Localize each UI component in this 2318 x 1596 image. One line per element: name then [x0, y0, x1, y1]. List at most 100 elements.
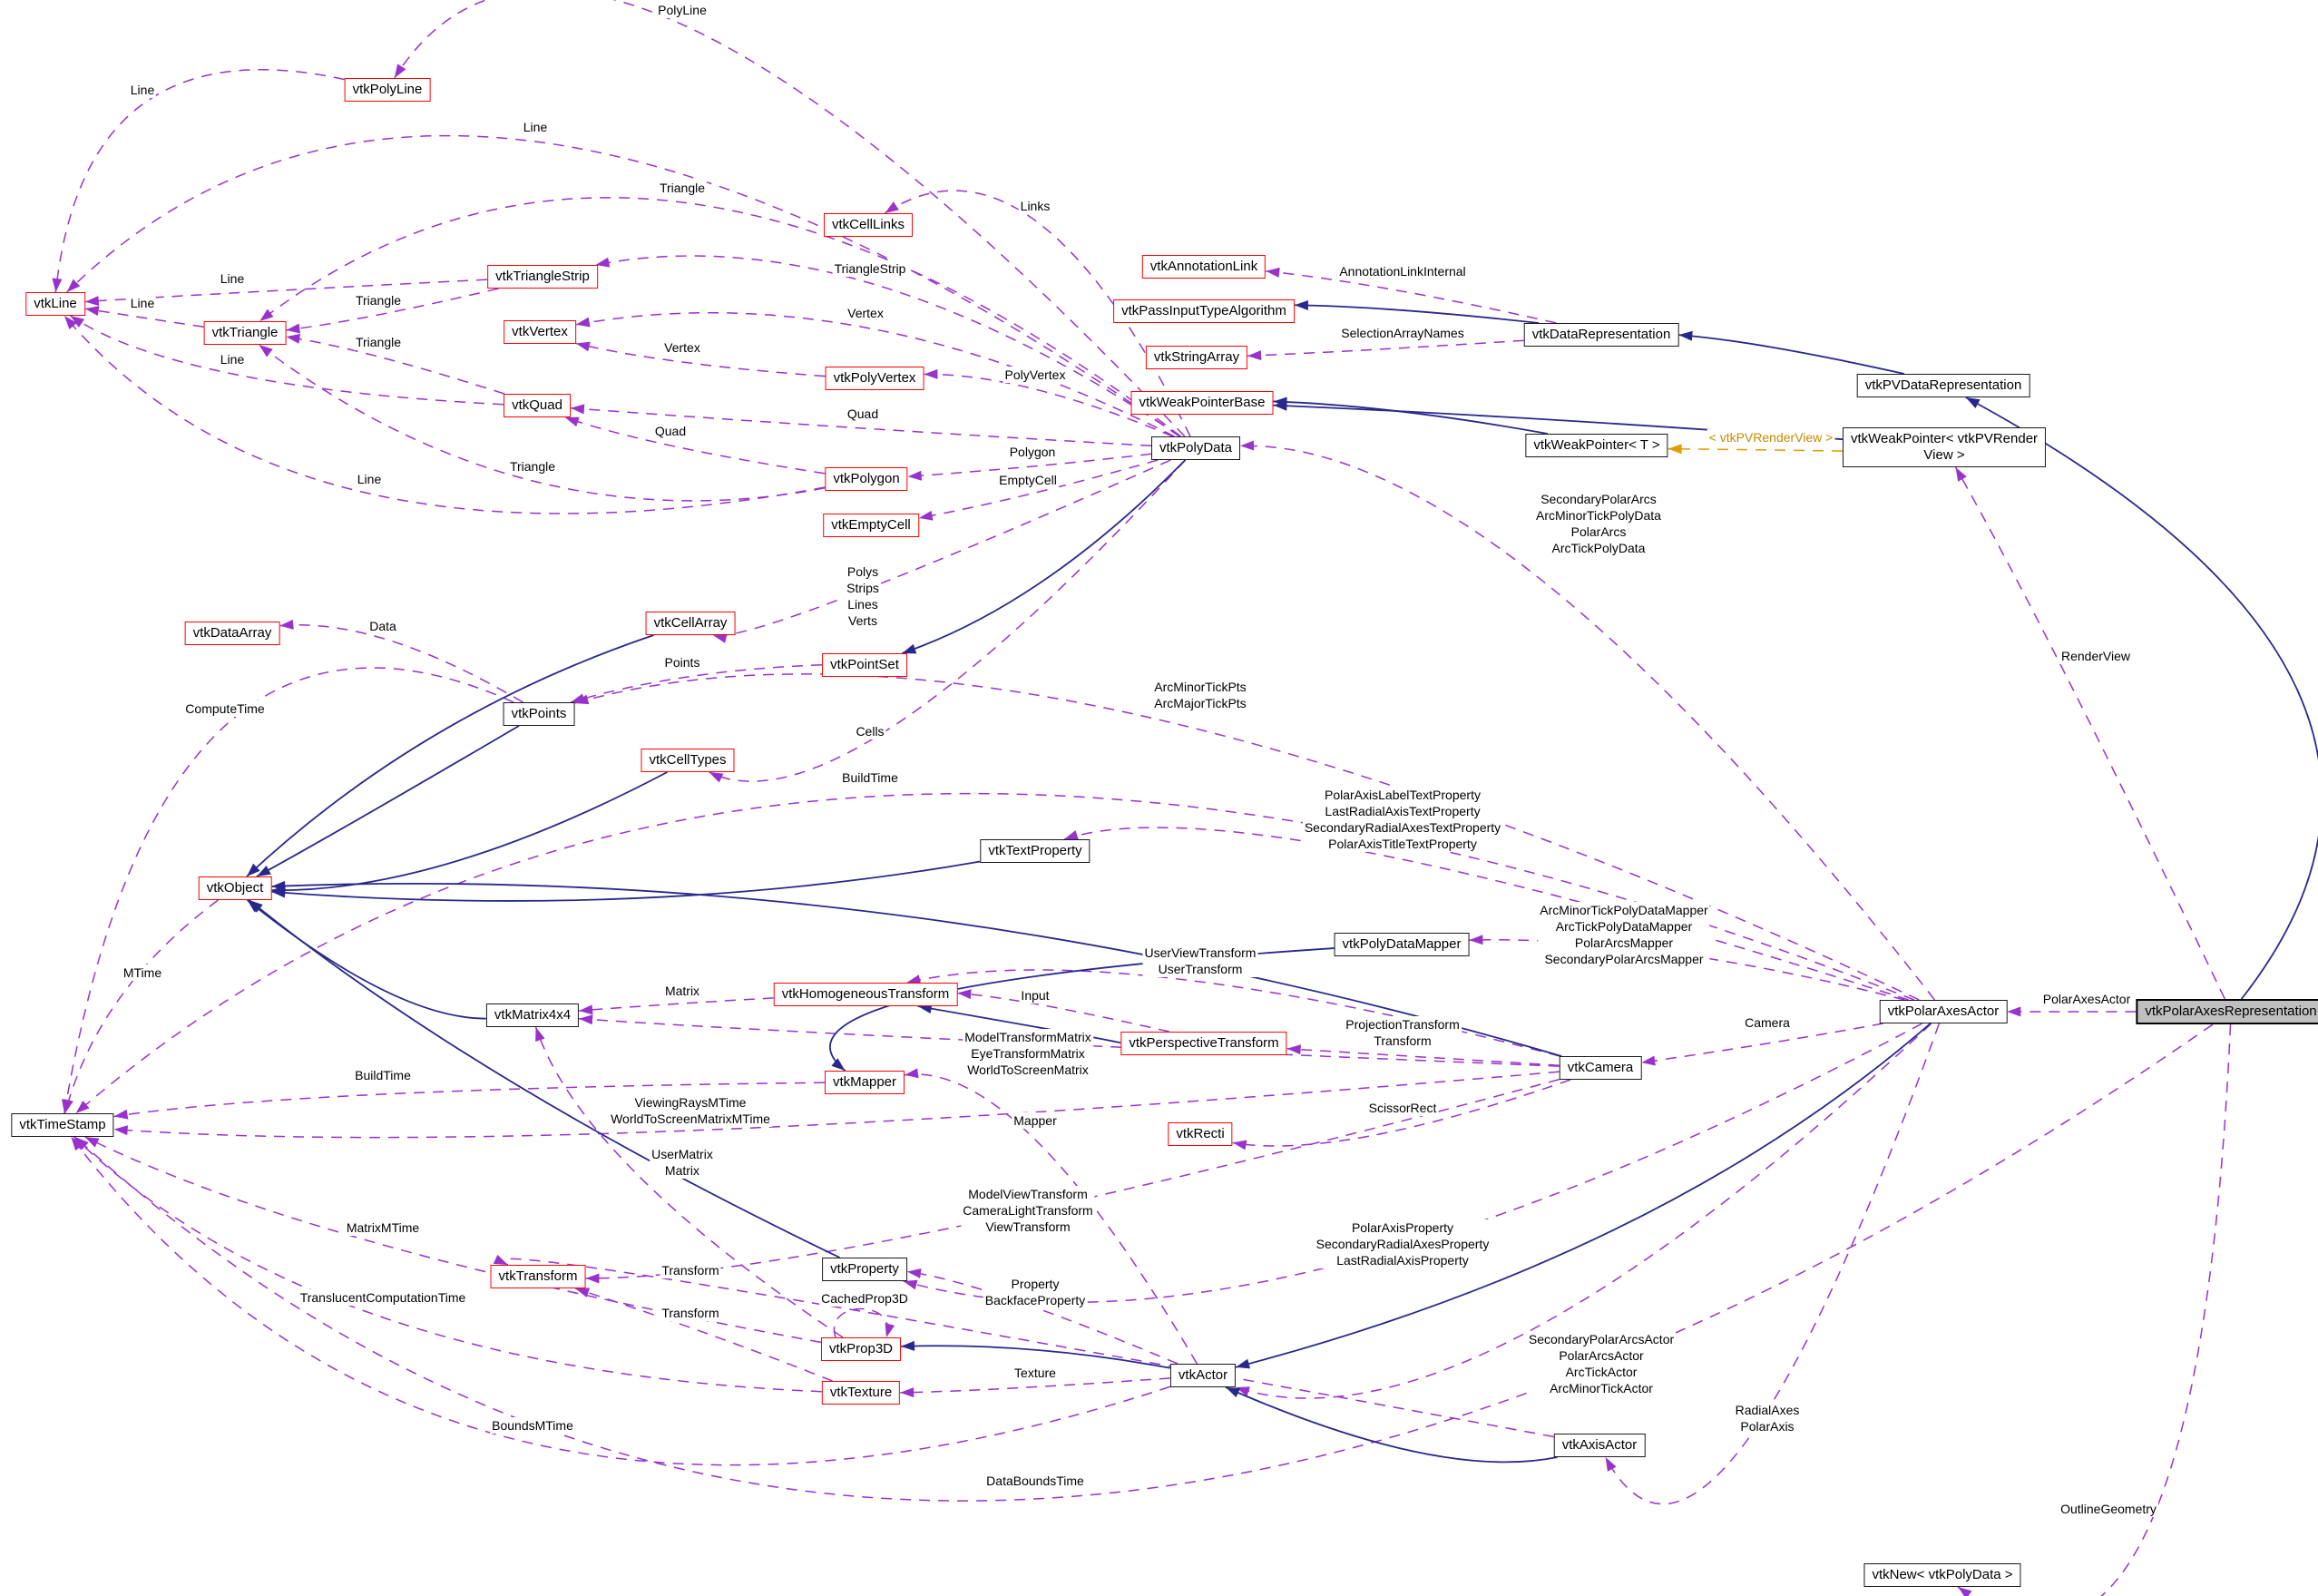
edge-label-texture-timestamp: TranslucentComputationTime: [298, 1289, 468, 1306]
edge-line: [74, 1023, 2214, 1502]
node-weakptrT[interactable]: vtkWeakPointer< T >: [1525, 434, 1668, 457]
edge-line: [256, 725, 520, 877]
edge-line: [75, 792, 1915, 1114]
edge-arrowhead: [564, 416, 580, 427]
edge-arrowhead: [907, 470, 923, 481]
edge-line: [884, 190, 1191, 437]
node-vertex[interactable]: vtkVertex: [504, 320, 576, 344]
node-stringarray[interactable]: vtkStringArray: [1145, 346, 1248, 369]
node-pvdatarep[interactable]: vtkPVDataRepresentation: [1856, 374, 2030, 397]
edge-arrowhead: [84, 296, 100, 307]
edge-arrowhead: [1678, 330, 1693, 341]
edge-line: [70, 1136, 1171, 1466]
edge-arrowhead: [1294, 299, 1308, 310]
node-object[interactable]: vtkObject: [198, 876, 272, 900]
node-tristrip[interactable]: vtkTriangleStrip: [487, 265, 598, 289]
node-persptrans[interactable]: vtkPerspectiveTransform: [1120, 1032, 1287, 1055]
node-camera[interactable]: vtkCamera: [1559, 1056, 1642, 1080]
node-polygon[interactable]: vtkPolygon: [825, 467, 908, 491]
edge-arrowhead: [113, 1125, 129, 1136]
node-datarep[interactable]: vtkDataRepresentation: [1523, 323, 1679, 347]
edge-line: [64, 315, 826, 514]
edge-arrowhead: [84, 306, 100, 316]
edge-line: [1469, 939, 1905, 1001]
node-emptycell[interactable]: vtkEmptyCell: [823, 514, 919, 537]
node-transform[interactable]: vtkTransform: [490, 1265, 586, 1288]
edge-line: [249, 899, 840, 1258]
edge-arrowhead: [286, 333, 301, 344]
edge-label-main-timestamp: DataBoundsTime: [984, 1473, 1086, 1489]
edge-arrowhead: [905, 1068, 919, 1079]
edge-line: [900, 1345, 1171, 1369]
edge-label-points-dataarray: Data: [367, 618, 398, 634]
node-recti[interactable]: vtkRecti: [1168, 1122, 1233, 1146]
node-polydata[interactable]: vtkPolyData: [1150, 436, 1241, 460]
edge-arrowhead: [1236, 1358, 1250, 1369]
edge-line: [246, 899, 486, 1020]
edge-line: [900, 1377, 1170, 1394]
edge-line: [902, 459, 1187, 654]
node-actor[interactable]: vtkActor: [1169, 1364, 1237, 1387]
edge-line: [1235, 1023, 1932, 1399]
edge-label-actor-mapper: Mapper: [1012, 1112, 1059, 1129]
node-textprop[interactable]: vtkTextProperty: [980, 839, 1091, 863]
edge-label-camera-matrix: ModelTransformMatrix EyeTransformMatrix …: [963, 1029, 1093, 1078]
edge-arrowhead: [585, 1273, 600, 1284]
node-weakptrbase[interactable]: vtkWeakPointerBase: [1130, 391, 1274, 415]
node-polyvertex[interactable]: vtkPolyVertex: [825, 367, 924, 390]
node-pdmapper[interactable]: vtkPolyDataMapper: [1334, 933, 1470, 956]
node-axisactor[interactable]: vtkAxisActor: [1553, 1434, 1646, 1457]
edge-label-actor-timestamp: BoundsMTime: [490, 1417, 575, 1434]
edge-arrowhead: [271, 887, 286, 898]
edge-label-camera-recti: ScissorRect: [1366, 1100, 1439, 1116]
node-pointset[interactable]: vtkPointSet: [822, 653, 907, 677]
node-weakptrPV[interactable]: vtkWeakPointer< vtkPVRender View >: [1842, 427, 2047, 467]
node-passinput[interactable]: vtkPassInputTypeAlgorithm: [1113, 299, 1295, 323]
edge-line: [574, 1288, 833, 1382]
edge-label-main-weakptrPV: RenderView: [2059, 648, 2133, 664]
node-polyline[interactable]: vtkPolyLine: [344, 78, 431, 102]
node-timestamp[interactable]: vtkTimeStamp: [11, 1113, 114, 1137]
edge-line: [279, 624, 523, 703]
edge-line: [906, 969, 1560, 1057]
edge-label-datarep-annotationlink: AnnotationLinkInternal: [1337, 263, 1468, 279]
edge-line: [924, 373, 1174, 437]
node-celltypes[interactable]: vtkCellTypes: [641, 749, 735, 772]
edge-arrowhead: [61, 1099, 72, 1113]
node-triangle[interactable]: vtkTriangle: [203, 321, 287, 345]
node-matrix[interactable]: vtkMatrix4x4: [485, 1004, 580, 1027]
edge-arrowhead: [900, 1387, 914, 1398]
node-newpolydata[interactable]: vtkNew< vtkPolyData >: [1863, 1563, 2021, 1587]
edge-arrowhead: [906, 1268, 922, 1278]
edge-arrowhead: [1063, 830, 1079, 840]
node-annotationlink[interactable]: vtkAnnotationLink: [1141, 255, 1267, 279]
node-polaraxesactor[interactable]: vtkPolarAxesActor: [1879, 1000, 2008, 1023]
node-prop3d[interactable]: vtkProp3D: [820, 1337, 902, 1361]
node-texture[interactable]: vtkTexture: [821, 1381, 901, 1405]
edge-line: [286, 288, 499, 331]
node-mapper[interactable]: vtkMapper: [824, 1071, 905, 1094]
node-main[interactable]: vtkPolarAxesRepresentation: [2136, 999, 2318, 1024]
node-property[interactable]: vtkProperty: [822, 1258, 907, 1281]
edge-line: [1225, 1386, 1558, 1464]
node-points[interactable]: vtkPoints: [503, 702, 575, 726]
edge-label-camera-timestamp: ViewingRaysMTime WorldToScreenMatrixMTim…: [609, 1094, 772, 1127]
node-cellarray[interactable]: vtkCellArray: [645, 612, 736, 635]
edge-arrowhead: [1247, 350, 1262, 361]
node-line[interactable]: vtkLine: [25, 292, 85, 316]
edge-label-polygon-line: Line: [355, 471, 384, 487]
edge-label-pointset-points: Points: [662, 654, 702, 671]
edge-label-polaraxesactor-actor: SecondaryPolarArcsActor PolarArcsActor A…: [1526, 1331, 1677, 1396]
node-homtrans[interactable]: vtkHomogeneousTransform: [773, 983, 958, 1006]
node-dataarray[interactable]: vtkDataArray: [184, 622, 280, 645]
edge-arrowhead: [906, 974, 922, 985]
edge-arrowhead: [1286, 1044, 1301, 1055]
node-celllinks[interactable]: vtkCellLinks: [823, 213, 914, 237]
edge-arrowhead: [52, 278, 63, 292]
edge-line: [1235, 1023, 1932, 1368]
edge-label-polaraxesactor-points: ArcMinorTickPts ArcMajorTickPts: [1152, 679, 1248, 711]
node-quad[interactable]: vtkQuad: [504, 394, 571, 417]
edge-line: [1063, 827, 1909, 1001]
edge-line: [1954, 466, 2225, 1000]
edge-arrowhead: [1641, 1055, 1656, 1066]
